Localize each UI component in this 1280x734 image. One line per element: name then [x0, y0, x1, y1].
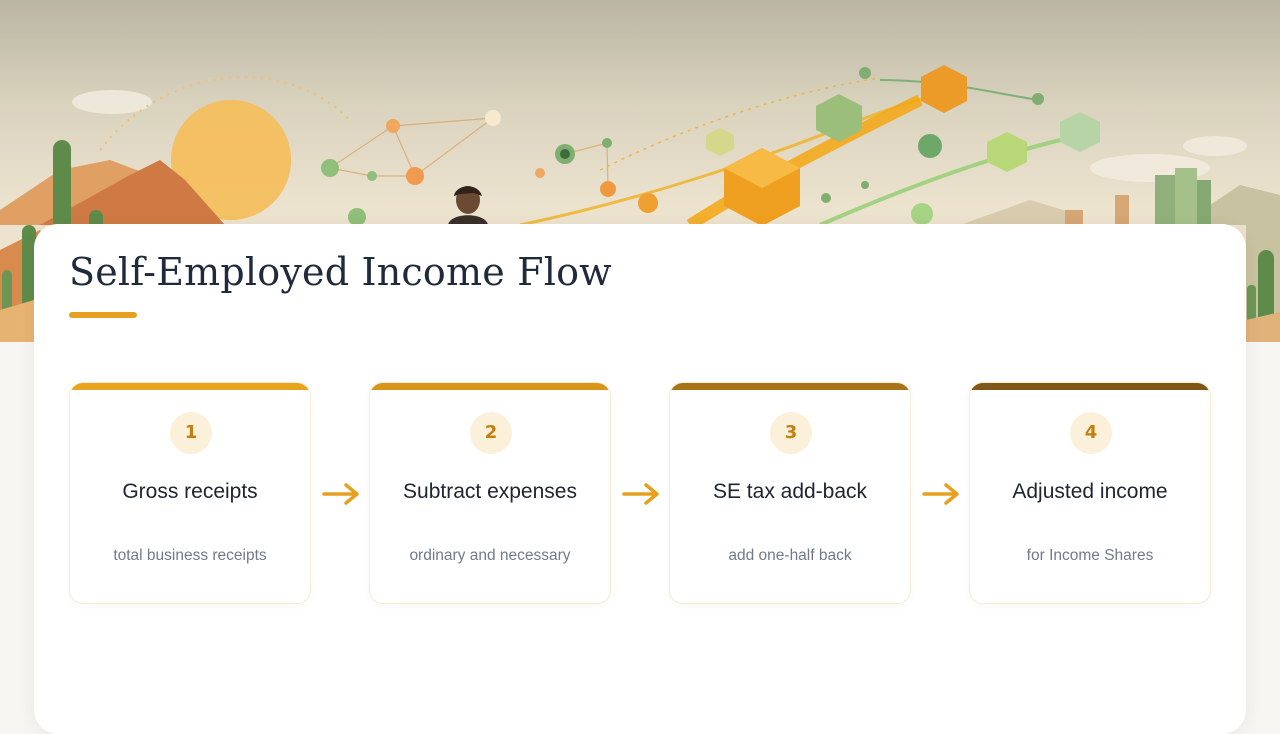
step-description: ordinary and necessary	[409, 547, 571, 564]
desert-network-illustration	[0, 65, 1280, 342]
step-title: Gross receipts	[122, 480, 258, 503]
content-panel: Self-Employed Income Flow 1 Gross receip…	[34, 224, 1246, 734]
step-title: Adjusted income	[1012, 480, 1168, 503]
step-description: add one-half back	[728, 547, 852, 564]
arrow-right-icon	[322, 483, 359, 505]
step-card-3: 3 SE tax add-back add one-half back	[669, 382, 911, 604]
step-number-badge: 1	[170, 412, 212, 454]
step-number-badge: 4	[1070, 412, 1112, 454]
page-title: Self-Employed Income Flow	[69, 250, 612, 294]
step-description: total business receipts	[113, 547, 267, 564]
step-title: SE tax add-back	[712, 480, 868, 503]
step-title: Subtract expenses	[403, 480, 577, 503]
step-description: for Income Shares	[1026, 547, 1154, 564]
title-underline	[69, 312, 137, 318]
step-number-badge: 3	[770, 412, 812, 454]
step-card-bar	[70, 383, 310, 390]
arrow-right-icon	[922, 483, 959, 505]
step-number-badge: 2	[470, 412, 512, 454]
arrow-right-icon	[622, 483, 659, 505]
step-card-bar	[670, 383, 910, 390]
step-card-4: 4 Adjusted income for Income Shares	[969, 382, 1211, 604]
step-card-bar	[370, 383, 610, 390]
step-card-1: 1 Gross receipts total business receipts	[69, 382, 311, 604]
step-card-bar	[970, 383, 1210, 390]
step-card-2: 2 Subtract expenses ordinary and necessa…	[369, 382, 611, 604]
